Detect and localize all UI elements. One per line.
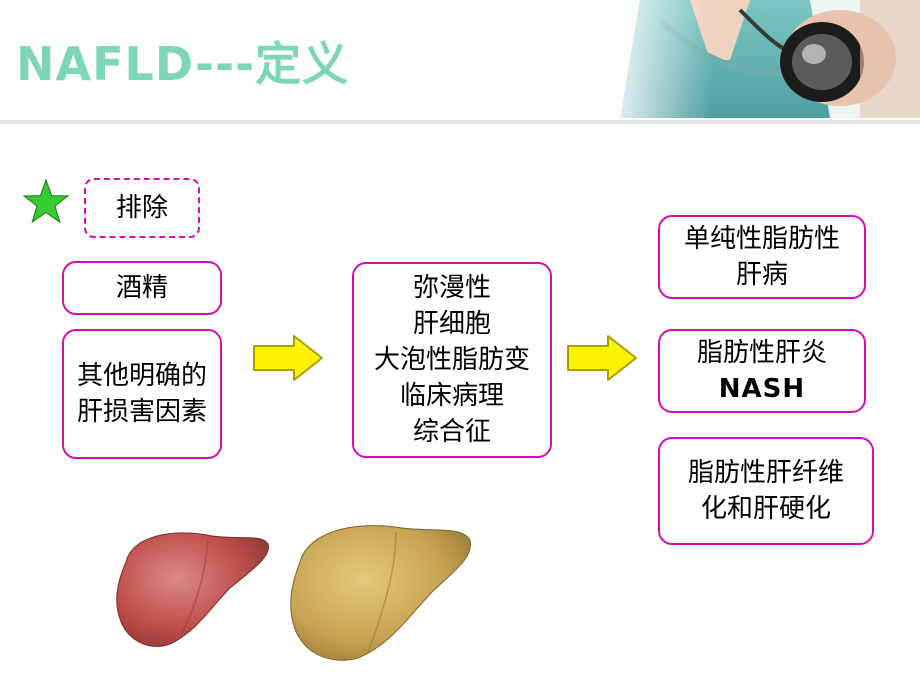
definition-line-2: 肝细胞 <box>412 309 491 339</box>
pathology-definition-box: 弥漫性 肝细胞 大泡性脂肪变 临床病理 综合征 <box>352 262 552 458</box>
other-causes-box: 其他明确的 肝损害因素 <box>62 329 222 459</box>
definition-line-4: 临床病理 <box>399 381 504 411</box>
slide-title: NAFLD---定义 <box>16 37 350 91</box>
star-icon <box>22 178 70 224</box>
nash-line-2: NASH <box>718 374 806 404</box>
doctor-stethoscope-image <box>600 0 920 118</box>
exclude-label: 排除 <box>115 193 168 223</box>
simple-fatty-line-2: 肝病 <box>735 260 788 290</box>
other-causes-line-2: 肝损害因素 <box>76 397 207 427</box>
definition-line-3: 大泡性脂肪变 <box>373 345 530 375</box>
nash-box: 脂肪性肝炎 NASH <box>658 329 866 413</box>
exclude-box: 排除 <box>84 178 200 238</box>
arrow-right-icon <box>253 335 323 381</box>
simple-fatty-liver-box: 单纯性脂肪性 肝病 <box>658 215 866 299</box>
definition-line-1: 弥漫性 <box>412 273 491 303</box>
arrow-right-icon <box>567 335 637 381</box>
header-divider <box>0 120 920 124</box>
healthy-liver-image <box>116 532 269 647</box>
fibrosis-cirrhosis-box: 脂肪性肝纤维 化和肝硬化 <box>658 437 874 545</box>
other-causes-line-1: 其他明确的 <box>76 361 207 391</box>
fibrosis-line-1: 脂肪性肝纤维 <box>687 458 844 488</box>
fatty-liver-image <box>290 525 472 661</box>
alcohol-box: 酒精 <box>62 261 222 315</box>
definition-line-5: 综合征 <box>412 417 491 447</box>
simple-fatty-line-1: 单纯性脂肪性 <box>683 224 840 254</box>
slide-header: NAFLD---定义 <box>0 0 920 122</box>
alcohol-label: 酒精 <box>115 273 168 303</box>
fibrosis-line-2: 化和肝硬化 <box>700 494 831 524</box>
nash-line-1: 脂肪性肝炎 <box>696 338 827 368</box>
